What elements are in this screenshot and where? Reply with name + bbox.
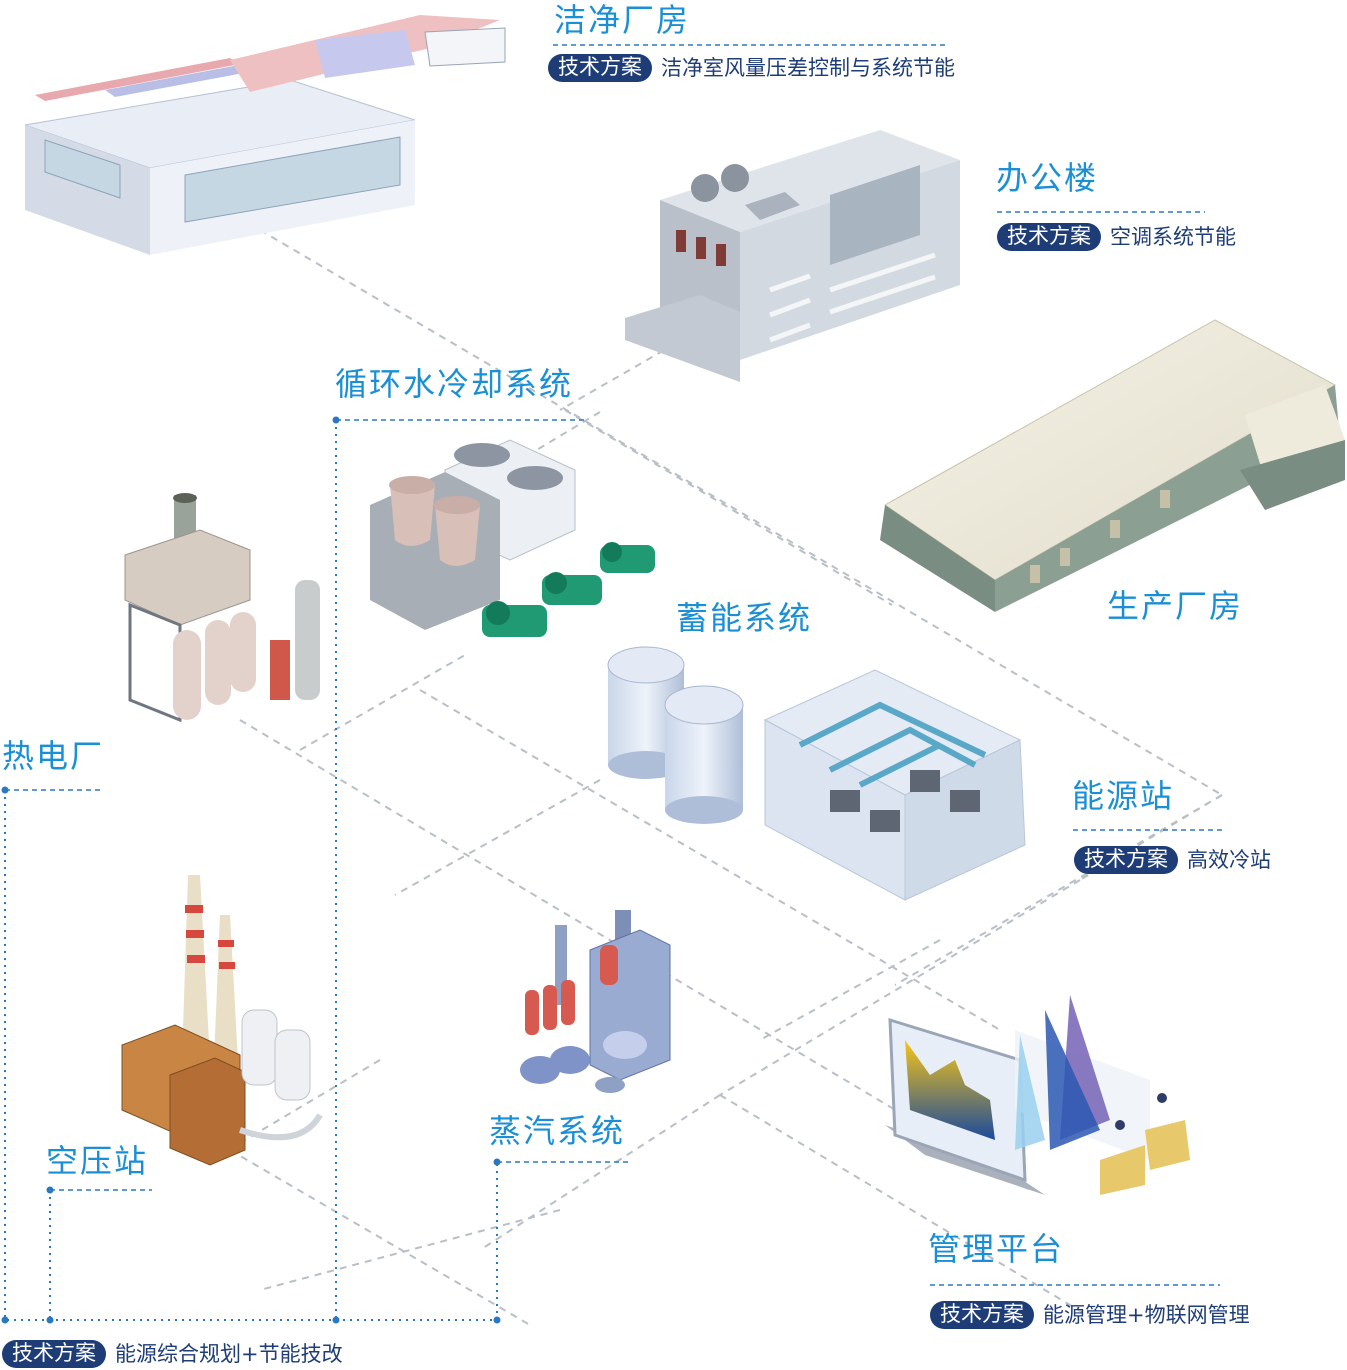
label-storage: 蓄能系统 — [676, 599, 813, 637]
plan-text: 空调系统节能 — [1110, 224, 1236, 249]
plan-text: 能源管理+物联网管理 — [1043, 1302, 1250, 1327]
plan-tag-badge: 技术方案 — [997, 223, 1101, 251]
label-steam: 蒸汽系统 — [489, 1112, 626, 1150]
plan-text: 高效冷站 — [1187, 847, 1271, 872]
plan-energy-station: 技术方案 高效冷站 — [1074, 846, 1271, 874]
plan-bottom: 技术方案 能源综合规划+节能技改 — [2, 1340, 343, 1368]
plan-office: 技术方案 空调系统节能 — [997, 223, 1236, 251]
label-energy-station: 能源站 — [1072, 777, 1175, 815]
cooling-tower-icon — [370, 439, 576, 630]
plan-tag-badge: 技术方案 — [548, 54, 652, 82]
label-air-compressor: 空压站 — [46, 1142, 149, 1180]
production-hall-icon — [880, 319, 1345, 612]
plan-platform: 技术方案 能源管理+物联网管理 — [930, 1301, 1250, 1329]
water-pump-icon — [482, 542, 655, 637]
label-underlines — [5, 44, 1225, 1286]
label-office: 办公楼 — [996, 159, 1099, 197]
clean-room-building-icon — [24, 15, 506, 255]
power-plant-icon — [124, 493, 320, 723]
blue-connector-lines — [4, 420, 498, 1321]
label-circulating-water: 循环水冷却系统 — [335, 365, 574, 403]
storage-tank-icon — [607, 646, 744, 824]
management-platform-icon — [885, 995, 1190, 1195]
plan-tag-badge: 技术方案 — [1074, 846, 1178, 874]
steam-system-icon — [520, 910, 671, 1093]
plan-tag-badge: 技术方案 — [930, 1301, 1034, 1329]
plan-clean-room: 技术方案 洁净室风量压差控制与系统节能 — [548, 54, 955, 82]
plan-text: 能源综合规划+节能技改 — [115, 1341, 343, 1366]
plan-tag-badge: 技术方案 — [2, 1340, 106, 1368]
air-compressor-icon — [121, 875, 323, 1166]
energy-station-icon — [763, 669, 1026, 901]
plan-text: 洁净室风量压差控制与系统节能 — [661, 55, 955, 80]
label-production: 生产厂房 — [1107, 587, 1244, 625]
label-clean-room: 洁净厂房 — [554, 1, 691, 39]
label-platform: 管理平台 — [928, 1230, 1065, 1268]
office-building-icon — [625, 130, 960, 382]
label-thermal-plant: 热电厂 — [2, 737, 105, 775]
